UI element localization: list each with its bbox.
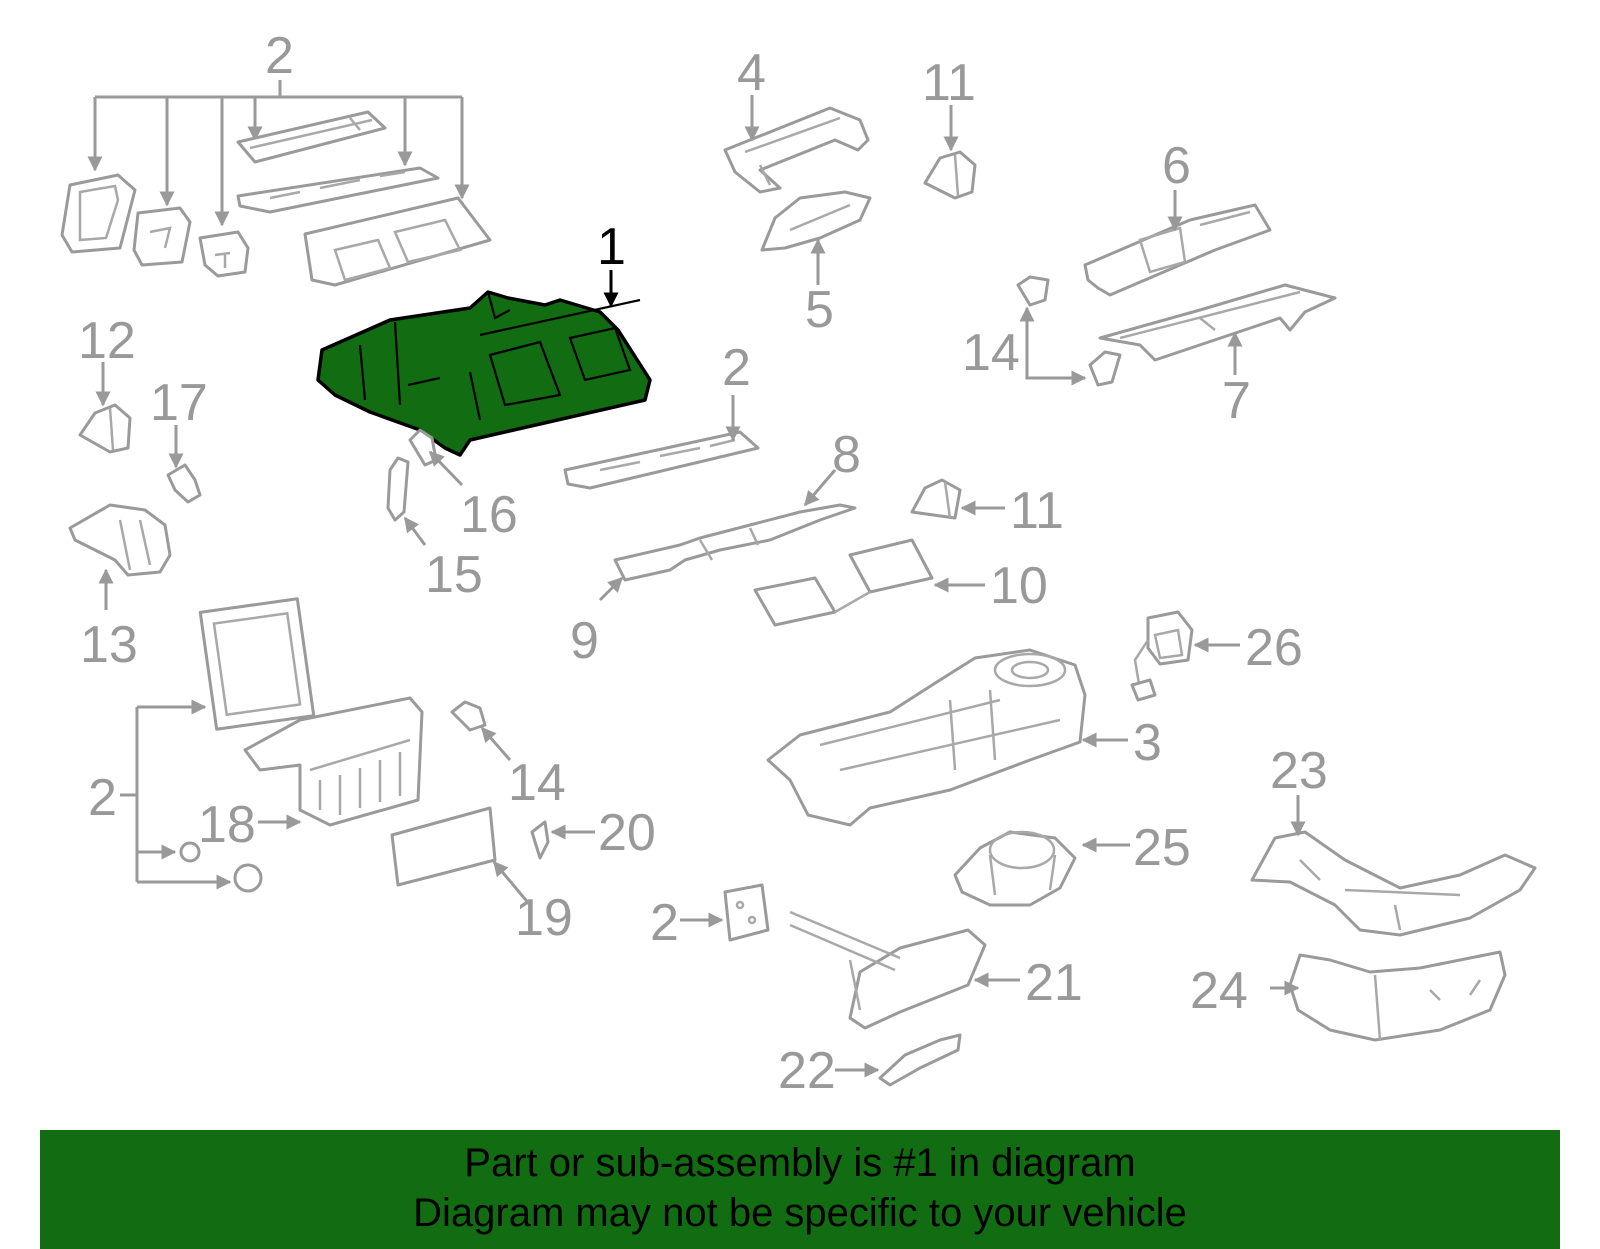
callout-6: 6	[1162, 137, 1191, 195]
callout-2-bottom: 2	[650, 894, 679, 952]
callout-10: 10	[990, 557, 1048, 615]
part-11-cap-top	[923, 150, 977, 200]
callout-20: 20	[598, 804, 656, 862]
callout-14-upper: 14	[962, 324, 1020, 382]
callout-8: 8	[832, 426, 861, 484]
part-19-gasket	[390, 806, 497, 887]
callout-2-top: 2	[265, 27, 294, 85]
part-17-clip	[166, 463, 202, 504]
callout-11-top: 11	[922, 54, 976, 112]
part-2-vent-frame	[60, 173, 137, 254]
part-2-filter-core	[198, 597, 316, 731]
part-14-clip-lower	[450, 700, 487, 732]
part-1-air-inlet-housing	[316, 290, 652, 457]
callout-23: 23	[1270, 742, 1328, 800]
banner-line-1: Part or sub-assembly is #1 in diagram	[464, 1141, 1136, 1185]
callout-5: 5	[805, 281, 834, 339]
part-2-vent-small	[132, 206, 192, 267]
callout-9: 9	[570, 612, 599, 670]
part-12-cap	[78, 403, 132, 454]
part-22-bracket	[878, 1033, 962, 1087]
callout-16: 16	[460, 486, 518, 544]
callout-2-left: 2	[88, 769, 117, 827]
part-2-seal-bottom	[723, 883, 770, 942]
part-7-panel	[1098, 283, 1337, 362]
callout-24: 24	[1190, 962, 1248, 1020]
callout-21: 21	[1025, 954, 1083, 1012]
part-2-strip-top	[236, 110, 387, 164]
part-11-cap-middle	[910, 478, 962, 520]
part-20-clip	[530, 820, 550, 860]
callout-14-lower: 14	[508, 754, 566, 812]
callout-2-middle: 2	[722, 339, 751, 397]
callout-7: 7	[1222, 372, 1251, 430]
parts-diagram: 2 1 4 5 11 6 7	[60, 27, 1537, 1100]
callout-18: 18	[198, 796, 256, 854]
callout-11-middle: 11	[1010, 482, 1064, 540]
part-5-cover	[760, 190, 872, 252]
part-10-filters	[753, 538, 934, 627]
callout-22: 22	[778, 1042, 836, 1100]
part-13-bracket	[68, 503, 172, 577]
part-21-evaporator	[789, 910, 987, 1030]
banner-line-2: Diagram may not be specific to your vehi…	[413, 1191, 1187, 1235]
part-6-panel	[1083, 203, 1272, 297]
part-2-plate-middle	[563, 430, 760, 490]
callout-4: 4	[737, 44, 766, 102]
part-2-plate	[236, 166, 440, 214]
callout-12: 12	[78, 312, 136, 370]
callout-15: 15	[425, 546, 483, 604]
part-8-duct	[613, 503, 857, 582]
callout-25: 25	[1133, 819, 1191, 877]
callout-19: 19	[515, 889, 573, 947]
part-26-actuator	[1130, 610, 1194, 702]
callout-26: 26	[1245, 619, 1303, 677]
part-23-duct	[1250, 830, 1537, 937]
part-25-blower-motor	[953, 830, 1077, 907]
info-banner: Part or sub-assembly is #1 in diagram Di…	[40, 1130, 1560, 1249]
part-2-duct-openings	[303, 196, 492, 287]
callout-17: 17	[150, 374, 208, 432]
callout-13: 13	[80, 616, 138, 674]
part-14-clip-upper	[1016, 275, 1122, 387]
callout-3: 3	[1133, 714, 1162, 772]
part-24-cover	[1288, 950, 1507, 1042]
part-15-bracket	[386, 456, 410, 522]
part-4-bracket	[723, 106, 870, 194]
callout-2-top-group	[87, 80, 470, 227]
callout-1: 1	[597, 218, 626, 276]
part-2-nozzle	[198, 230, 250, 278]
part-3-housing	[766, 648, 1087, 827]
part-18-heater-core	[243, 696, 424, 827]
